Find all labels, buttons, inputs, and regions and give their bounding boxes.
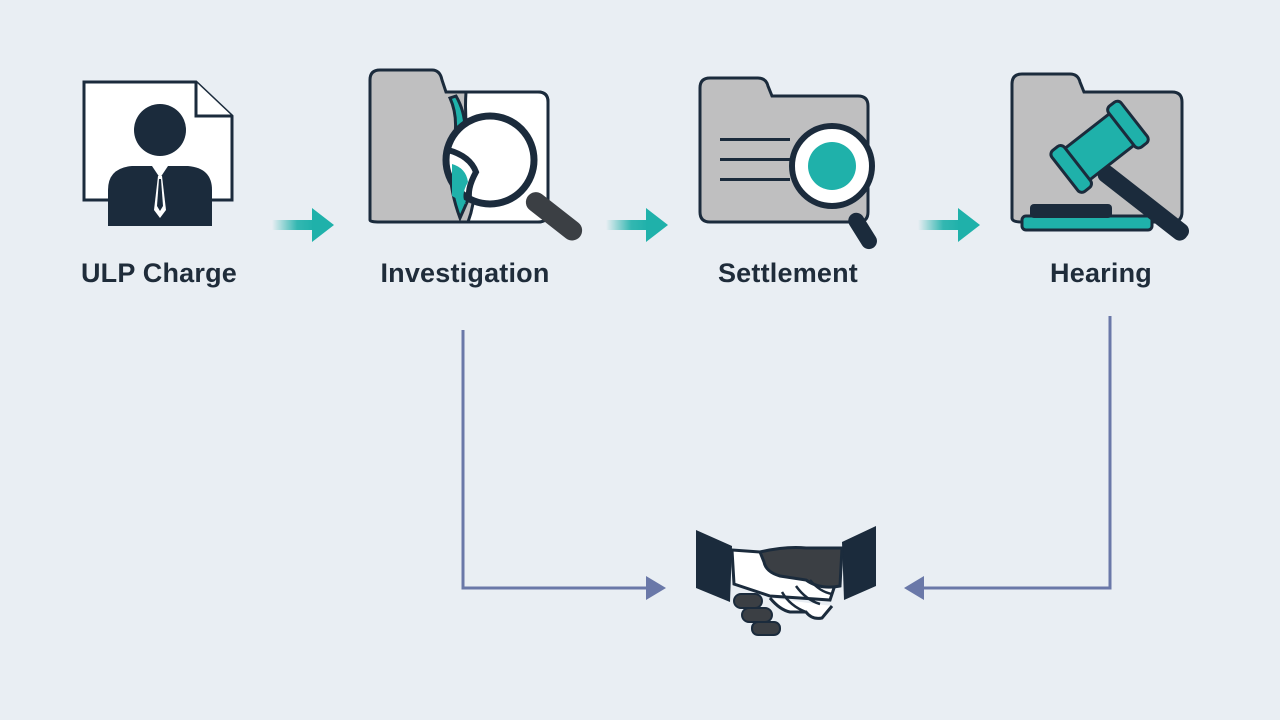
connector-right: [904, 316, 1112, 600]
connector-left: [461, 330, 666, 600]
flow-arrow: [272, 208, 334, 242]
folder-document-magnifier-icon: [698, 76, 877, 250]
flow-arrow: [918, 208, 980, 242]
handshake-icon: [696, 526, 876, 636]
step-label-hearing: Hearing: [1050, 258, 1152, 288]
step-label-ulp-charge: ULP Charge: [80, 258, 238, 288]
step-label-settlement: Settlement: [717, 258, 859, 288]
folder-magnifier-icon: [368, 68, 583, 241]
folder-gavel-icon: [1010, 72, 1189, 241]
step-label-investigation: Investigation: [380, 258, 550, 288]
flow-arrow: [606, 208, 668, 242]
person-document-icon: [82, 80, 234, 226]
